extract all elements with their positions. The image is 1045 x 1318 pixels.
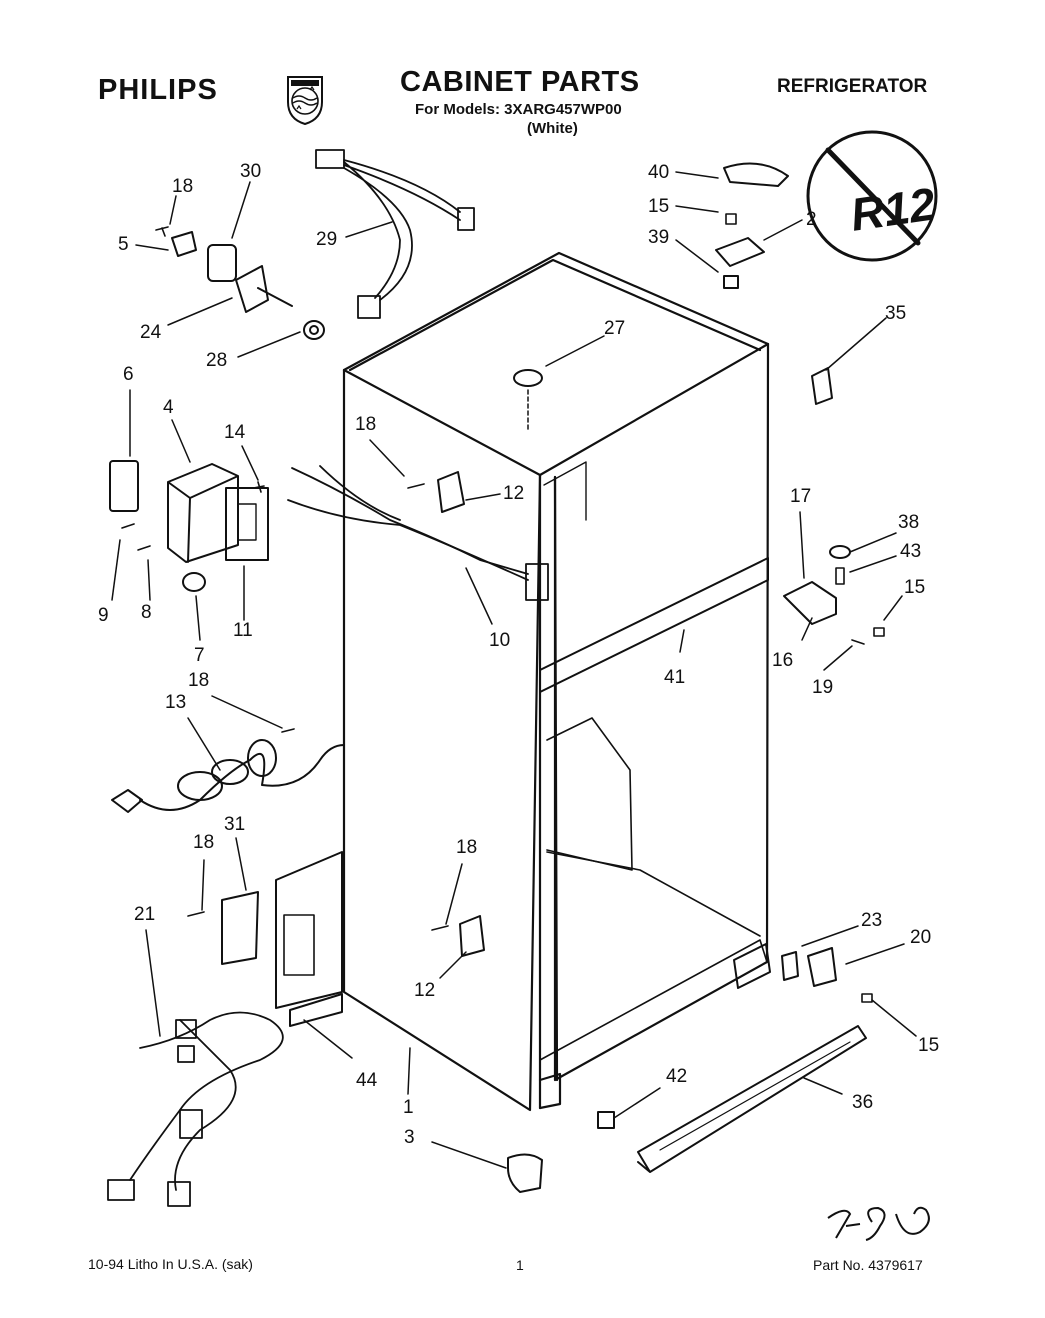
callout-18a: 18 <box>172 176 194 197</box>
leader-lines <box>111 171 917 1169</box>
part-7 <box>182 572 206 592</box>
part-42 <box>597 1111 615 1129</box>
part-3 <box>507 1153 543 1193</box>
callout-44: 44 <box>356 1070 378 1091</box>
part-44 <box>289 993 343 1027</box>
harness-21 <box>107 1011 284 1207</box>
callout-11: 11 <box>233 620 253 641</box>
part-5 <box>171 231 197 257</box>
callout-28: 28 <box>206 350 228 371</box>
callout-43: 43 <box>900 541 922 562</box>
part-24 <box>235 265 293 313</box>
callout-15c: 15 <box>918 1035 940 1056</box>
callout-42: 42 <box>666 1066 688 1087</box>
callout-19: 19 <box>812 677 834 698</box>
cabinet-shell <box>342 251 770 1112</box>
harness-29 <box>315 149 475 319</box>
callout-31: 31 <box>224 814 246 835</box>
hinge-12-lower <box>459 915 485 957</box>
callout-8: 8 <box>141 602 152 623</box>
callout-16: 16 <box>772 650 794 671</box>
callout-7: 7 <box>194 645 205 666</box>
callout-13: 13 <box>165 692 187 713</box>
callout-38: 38 <box>898 512 920 533</box>
callout-23: 23 <box>861 910 883 931</box>
models-line: For Models: 3XARG457WP00 <box>415 101 622 118</box>
litho-text: 10-94 Litho In U.S.A. (sak) <box>88 1256 253 1272</box>
part-20 <box>807 947 837 987</box>
callout-18d: 18 <box>193 832 215 853</box>
callout-21: 21 <box>134 904 156 925</box>
hinge-2 <box>715 237 765 267</box>
callout-24: 24 <box>140 322 162 343</box>
callout-17: 17 <box>790 486 812 507</box>
part-31 <box>221 891 259 965</box>
hinge-12-upper <box>437 471 465 513</box>
callout-15b: 15 <box>904 577 926 598</box>
callout-9: 9 <box>98 605 109 626</box>
callout-39: 39 <box>648 227 670 248</box>
callout-5: 5 <box>118 234 129 255</box>
callout-15a: 15 <box>648 196 670 217</box>
no-r12-text: R12 <box>847 177 938 240</box>
mullion-bar <box>539 557 769 693</box>
part-28 <box>303 320 325 340</box>
philips-shield-logo <box>285 74 325 126</box>
plug-27 <box>513 369 543 387</box>
part-number: Part No. 4379617 <box>813 1257 923 1273</box>
harness-10 <box>287 465 549 601</box>
brand-name: PHILIPS <box>98 74 218 106</box>
callout-6: 6 <box>123 364 134 385</box>
callout-10: 10 <box>489 630 511 651</box>
callout-40: 40 <box>648 162 670 183</box>
no-r12-symbol <box>806 130 938 262</box>
page-number: 1 <box>516 1257 524 1273</box>
part-16 <box>783 581 837 625</box>
power-cord-13 <box>111 739 345 813</box>
callout-14: 14 <box>224 422 246 443</box>
callout-41: 41 <box>664 667 686 688</box>
callout-2: 2 <box>806 209 817 230</box>
callout-18e: 18 <box>456 837 478 858</box>
part-11 <box>225 487 269 561</box>
callout-12b: 12 <box>414 980 436 1001</box>
category-label: REFRIGERATOR <box>777 76 928 97</box>
part-4 <box>167 463 239 563</box>
part-6 <box>109 460 139 512</box>
callout-35: 35 <box>885 303 907 324</box>
callout-4: 4 <box>163 397 174 418</box>
part-40 <box>723 162 789 187</box>
compressor-bracket <box>275 851 343 1009</box>
callout-27: 27 <box>604 318 626 339</box>
page-title: CABINET PARTS <box>400 66 640 98</box>
callout-1: 1 <box>403 1097 414 1118</box>
part-39 <box>723 275 739 289</box>
part-30 <box>207 244 237 282</box>
part-23 <box>781 951 799 981</box>
callout-30: 30 <box>240 161 262 182</box>
color-line: (White) <box>527 120 578 137</box>
callout-18c: 18 <box>188 670 210 691</box>
callout-12a: 12 <box>503 483 525 504</box>
part-35 <box>811 367 833 405</box>
screws <box>121 213 885 1003</box>
callout-3: 3 <box>404 1127 415 1148</box>
callout-20: 20 <box>910 927 932 948</box>
base-grille <box>637 1025 867 1173</box>
callout-18b: 18 <box>355 414 377 435</box>
callout-36: 36 <box>852 1092 874 1113</box>
callout-29: 29 <box>316 229 338 250</box>
